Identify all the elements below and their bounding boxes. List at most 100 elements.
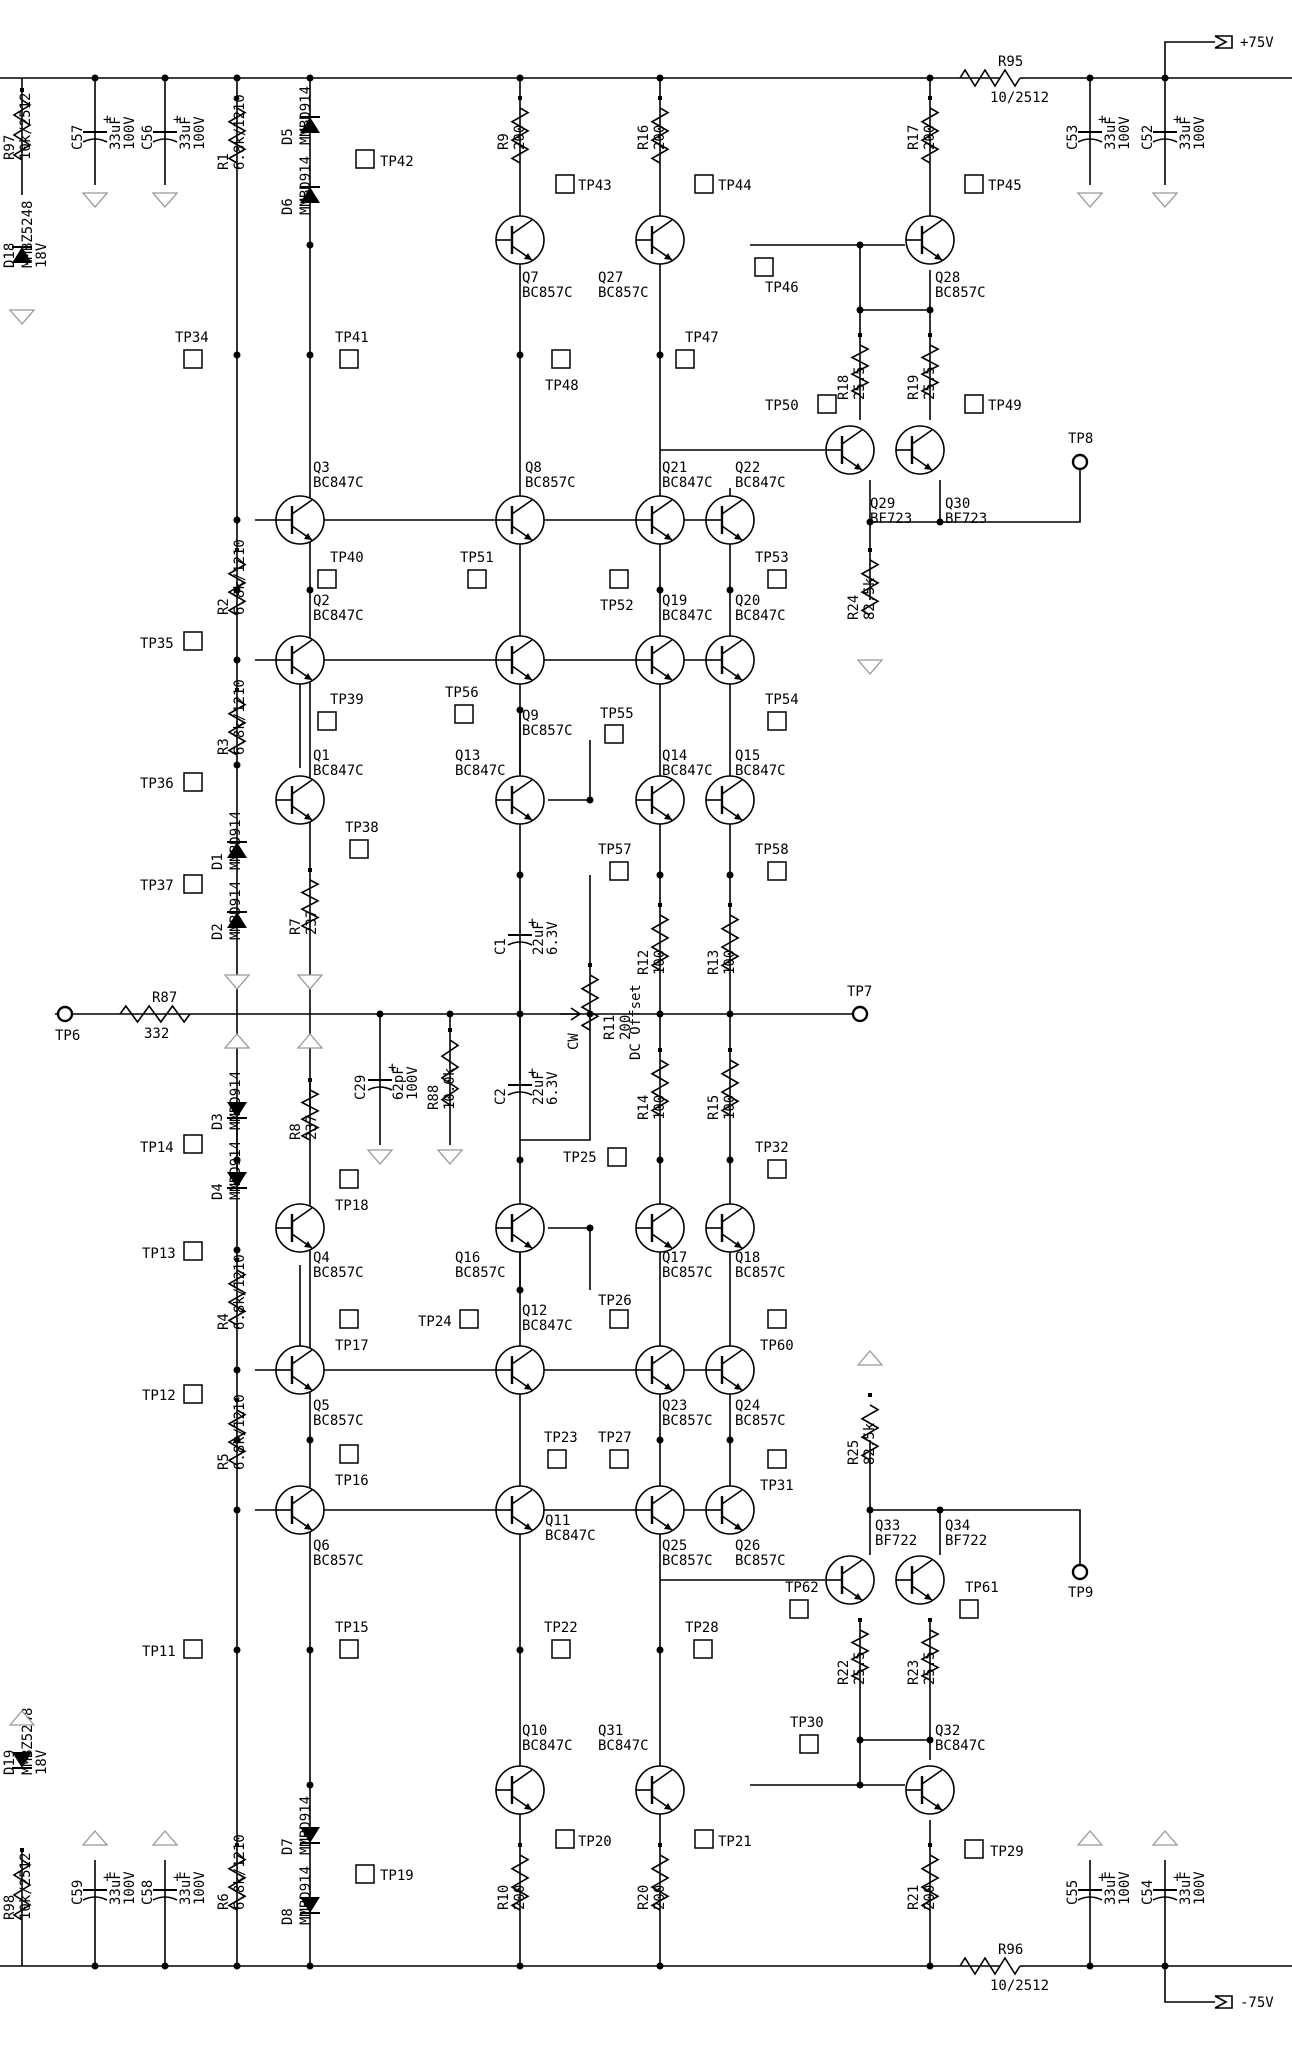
tp54-label: TP54 <box>765 692 799 708</box>
capacitor-c53-ref: C53 <box>1065 125 1081 150</box>
transistor-q8-ref: Q8 <box>525 460 542 476</box>
junction-dot <box>1161 74 1169 82</box>
tp29-label: TP29 <box>990 1844 1024 1860</box>
transistor-q9-part: BC857C <box>522 723 573 739</box>
transistor-q33-part: BF722 <box>875 1533 917 1549</box>
resistor-r98-value: 10k/2512 <box>18 1853 34 1920</box>
rail-neg-label-wire <box>1164 1966 1215 2003</box>
ground-symbol <box>8 309 36 325</box>
junction-dot <box>656 871 664 879</box>
resistor-r24-ref: R24 <box>846 595 862 620</box>
junction-dot <box>586 796 594 804</box>
diode-d1-ref: D1 <box>210 853 226 870</box>
tp35-test-point: TP35 <box>140 631 203 652</box>
junction-dot <box>516 1962 524 1970</box>
r11-wiper-arrow <box>560 1007 582 1021</box>
tp36-label: TP36 <box>140 776 174 792</box>
tp8-label: TP8 <box>1068 431 1093 447</box>
tp48-label: TP48 <box>545 378 579 394</box>
resistor-r12-value: 100 <box>652 950 668 975</box>
capacitor-c58-voltage: 100V <box>192 1871 208 1905</box>
junction-dot <box>726 586 734 594</box>
resistor-r19-ref: R19 <box>906 375 922 400</box>
transistor-q7-ref: Q7 <box>522 270 539 286</box>
tp18-test-point: TP18 <box>335 1169 369 1214</box>
junction-dot <box>446 1010 454 1018</box>
tp31-test-point: TP31 <box>760 1449 794 1494</box>
junction-dot <box>1086 74 1094 82</box>
tp62-label: TP62 <box>785 1580 819 1596</box>
transistor-q2-ref: Q2 <box>313 593 330 609</box>
junction-dot <box>516 706 524 714</box>
tp47-label: TP47 <box>685 330 719 346</box>
tp44-label: TP44 <box>718 178 752 194</box>
junction-dot <box>306 351 314 359</box>
transistor-q15-ref: Q15 <box>735 748 760 764</box>
diode-d5-ref: D5 <box>280 128 296 145</box>
capacitor-c59-ref: C59 <box>70 1880 86 1905</box>
tp48-test-point: TP48 <box>545 349 579 394</box>
capacitor-c52-voltage: 100V <box>1192 116 1208 150</box>
junction-dot <box>516 1010 524 1018</box>
transistor-q11-part: BC847C <box>545 1528 596 1544</box>
tp43-test-point: TP43 <box>555 174 612 194</box>
tp46-label: TP46 <box>765 280 799 296</box>
tp7-label: TP7 <box>847 984 872 1000</box>
tp61-test-point: TP61 <box>959 1580 999 1619</box>
capacitor-c57-polarity: + <box>103 112 111 128</box>
tp22-label: TP22 <box>544 1620 578 1636</box>
capacitor-c58-ref: C58 <box>140 1880 156 1905</box>
tp16-test-point: TP16 <box>335 1444 369 1489</box>
tp27-label: TP27 <box>598 1430 632 1446</box>
capacitor-c2-voltage: 6.3V <box>545 1071 561 1105</box>
resistor-r10-ref: R10 <box>496 1885 512 1910</box>
transistor-q21-ref: Q21 <box>662 460 687 476</box>
diode-d6-ref: D6 <box>280 198 296 215</box>
tp53-label: TP53 <box>755 550 789 566</box>
tp38-test-point: TP38 <box>345 820 379 859</box>
resistor-r22-ref: R22 <box>836 1660 852 1685</box>
resistor-r16-value: 200 <box>652 125 668 150</box>
tp17-label: TP17 <box>335 1338 369 1354</box>
transistor-q17-ref: Q17 <box>662 1250 687 1266</box>
resistor-r14-value: 100 <box>652 1095 668 1120</box>
ground-symbol <box>8 1710 36 1726</box>
junction-dot <box>306 586 314 594</box>
tp51-label: TP51 <box>460 550 494 566</box>
transistor-q4-ref: Q4 <box>313 1250 330 1266</box>
capacitor-c57-value: 33uF <box>108 116 124 150</box>
transistor-q3-part: BC847C <box>313 475 364 491</box>
tp29-test-point: TP29 <box>964 1839 1024 1860</box>
resistor-r11-value: 200 <box>618 1015 634 1040</box>
ground-symbol <box>151 1830 179 1846</box>
capacitor-c29-polarity: + <box>388 1060 396 1076</box>
resistor-r97-value: 10k/2512 <box>18 93 34 160</box>
resistor-r6-ref: R6 <box>216 1893 232 1910</box>
tp28-label: TP28 <box>685 1620 719 1636</box>
diode-d18-voltage: 18V <box>34 242 50 268</box>
junction-dot <box>656 1646 664 1654</box>
capacitor-c57-voltage: 100V <box>122 116 138 150</box>
tp42-test-point: TP42 <box>355 149 414 170</box>
capacitor-c56-voltage: 100V <box>192 116 208 150</box>
tp39-label: TP39 <box>330 692 364 708</box>
junction-dot <box>656 74 664 82</box>
capacitor-c55-ref: C55 <box>1065 1880 1081 1905</box>
resistor-r2-value: 6.8k/1210 <box>232 539 248 615</box>
junction-dot <box>91 74 99 82</box>
